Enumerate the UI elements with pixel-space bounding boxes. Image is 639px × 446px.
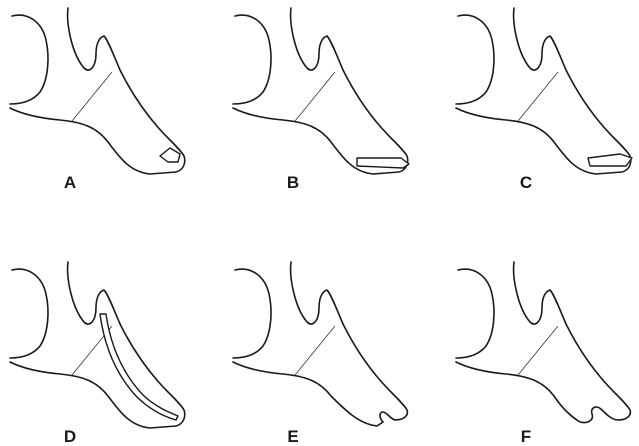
cut-marker xyxy=(160,148,180,162)
notched-edge xyxy=(233,324,407,426)
panel-e: E xyxy=(233,262,407,446)
panel-label: B xyxy=(287,173,299,192)
panel-f: F xyxy=(456,262,630,446)
panel-c: C xyxy=(456,8,632,192)
upper-edge xyxy=(10,70,185,174)
panel-label: C xyxy=(520,173,532,192)
notch-contour xyxy=(291,262,343,324)
panel-label: D xyxy=(64,427,76,446)
division-line xyxy=(295,326,335,375)
division-line xyxy=(518,326,558,375)
division-line xyxy=(72,72,112,121)
notch-contour xyxy=(514,262,566,324)
notch-contour xyxy=(68,8,120,70)
upper-contour xyxy=(10,269,48,358)
division-line xyxy=(518,72,558,121)
panel-label: E xyxy=(287,427,298,446)
upper-contour xyxy=(233,269,271,358)
panel-d: D xyxy=(10,262,185,446)
division-line xyxy=(295,72,335,121)
notch-contour xyxy=(291,8,343,70)
upper-contour xyxy=(233,15,271,104)
panel-b: B xyxy=(233,8,409,192)
cut-marker xyxy=(588,154,632,166)
panel-label: F xyxy=(521,427,531,446)
panel-label: A xyxy=(64,173,76,192)
notch-contour xyxy=(514,8,566,70)
panel-a: A xyxy=(10,8,185,192)
upper-contour xyxy=(10,15,48,104)
cut-marker xyxy=(357,158,409,168)
incision-strip xyxy=(100,314,178,420)
upper-contour xyxy=(456,15,494,104)
upper-contour xyxy=(456,269,494,358)
notched-edge xyxy=(456,324,630,423)
notch-contour xyxy=(68,262,120,324)
